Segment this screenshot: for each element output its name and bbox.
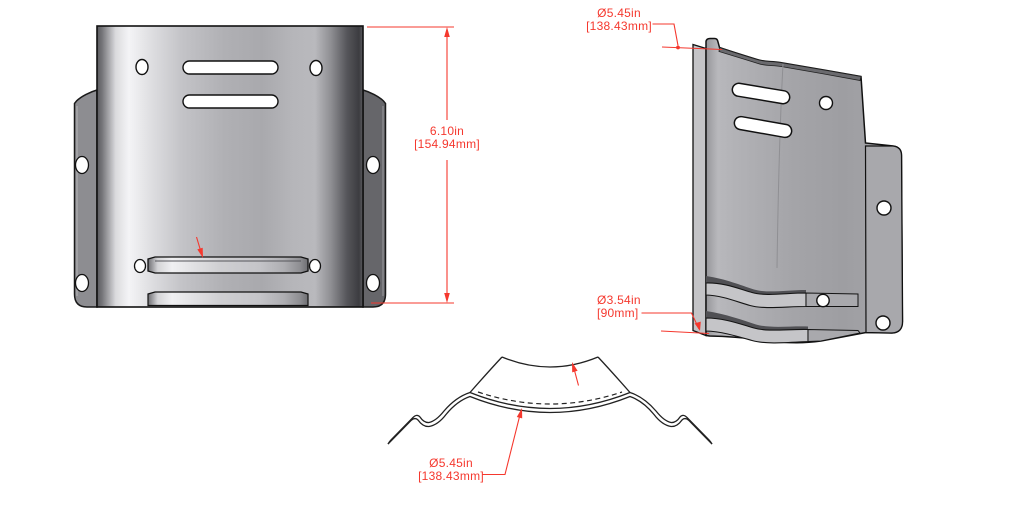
iso-rib-lower-shelf [807,328,861,343]
height-dimension [367,26,454,304]
flange-hole [365,273,381,293]
iso-hole-top [818,95,834,111]
outer-diameter-bottom-mm: [138.43mm] [418,469,484,483]
outer-diameter-bottom-label: Ø5.45in [138.43mm] [413,457,489,483]
outer-diameter-top-inches: Ø5.45in [597,6,641,20]
front-left-flange [73,89,98,308]
bore-diameter-mm: [90mm] [597,306,639,320]
profile-callout-arrow [572,362,580,386]
front-rib-lower [147,291,309,307]
outer-diameter-top-dimension [652,23,723,51]
isometric-view [692,37,904,344]
outer-diameter-bottom-inches: Ø5.45in [429,456,473,470]
height-dimension-label: 6.10in [154.94mm] [399,125,495,151]
flange-hole [74,155,90,175]
front-hole-top-right [309,59,323,77]
outer-diameter-bottom-dimension [482,408,523,476]
height-dimension-mm: [154.94mm] [414,137,480,151]
front-flange-holes [74,155,381,293]
arrowhead-down [444,293,450,303]
leader-line [652,23,679,46]
iso-flange [864,145,904,334]
arrowhead [516,408,523,419]
front-hole-top-left [135,58,149,76]
front-right-flange [362,89,387,308]
bore-diameter-dimension [641,312,710,335]
profile-inner-line [387,395,713,445]
flange-hole [365,155,381,175]
arrowhead-up [444,27,450,37]
outer-diameter-top-mm: [138.43mm] [586,19,652,33]
leader-line [482,411,522,476]
iso-flange-hole-lower [875,315,891,331]
front-slot-bottom [182,94,279,109]
profile-outer-line [389,391,711,442]
front-rib-upper [147,256,309,274]
bore-diameter-inches: Ø3.54in [597,293,641,307]
profile-top-arc [501,356,599,368]
iso-left-edge [692,43,707,337]
front-rib-hole-right [308,258,322,274]
front-slot-top [182,60,279,75]
iso-slot-top [731,82,791,105]
datum-line [661,46,723,51]
bore-diameter-label: Ø3.54in [90mm] [597,294,657,320]
height-dimension-inches: 6.10in [429,124,465,138]
front-view [73,25,387,308]
iso-rib-upper-shelf [805,292,859,307]
iso-flange-hole-upper [876,200,892,216]
outer-diameter-top-label: Ø5.45in [138.43mm] [581,7,657,33]
datum-line [660,330,710,335]
iso-groove-upper [706,276,806,295]
profile-top-arc-left-edge [469,356,503,393]
arrowhead [694,321,701,331]
iso-hole-rib [816,293,830,308]
profile-tip-left [387,440,391,445]
flange-hole [74,273,90,293]
iso-top-edge-band [718,46,862,81]
front-rib-callout-arrow [195,236,203,258]
profile-top-arc-right-edge [597,356,631,393]
iso-slot-bottom [733,115,793,139]
front-rib-hole-left [133,258,147,274]
profile-tip-right [709,440,713,445]
iso-groove-lower [706,311,808,331]
profile-view [387,356,713,445]
iso-bend-crease [776,63,784,269]
